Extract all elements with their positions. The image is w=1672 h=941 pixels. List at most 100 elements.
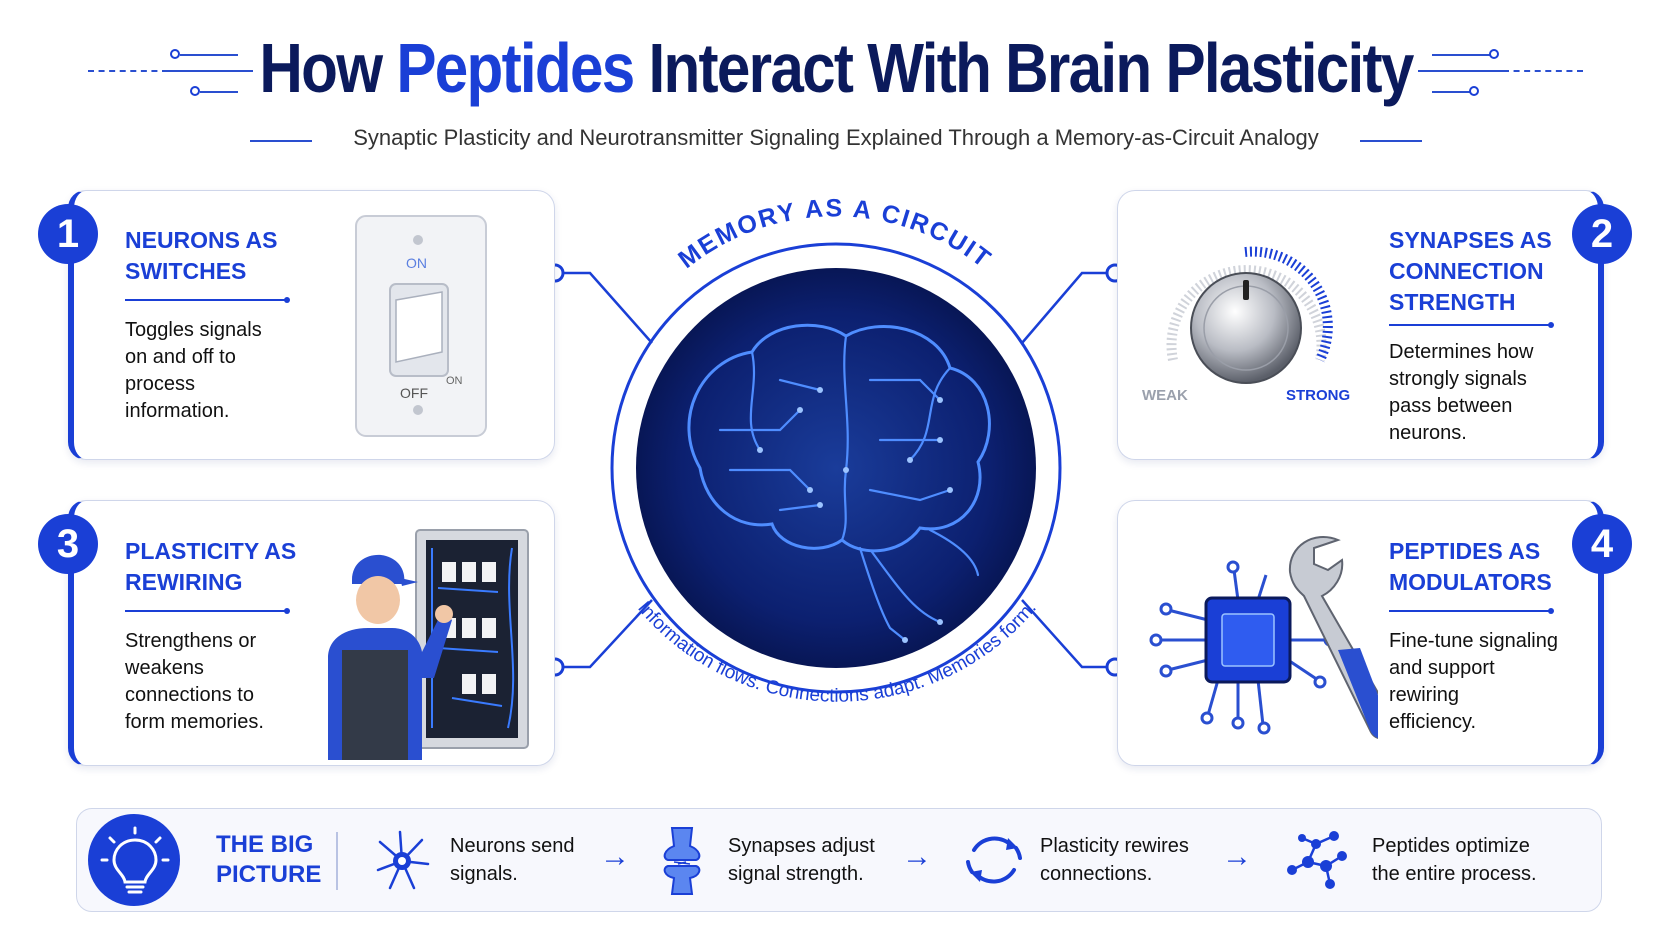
header-deco-dash-left [88, 70, 168, 72]
header-deco-dot-right-1 [1489, 49, 1499, 59]
subtitle-line-left [250, 140, 312, 142]
card-3-title-line-1: PLASTICITY AS [125, 538, 297, 564]
synapse-icon [663, 827, 701, 895]
card-3-text-line-2: weakens [125, 657, 204, 679]
card-1-title-line-2: SWITCHES [125, 258, 247, 284]
card-4-text-line-3: rewiring [1389, 684, 1460, 706]
connector-4 [1021, 599, 1115, 669]
neuron-icon [376, 830, 430, 890]
card-3-title-line-2: REWIRING [125, 569, 243, 595]
card-1-title-line-1: NEURONS AS [125, 227, 278, 253]
header-deco-line-right-2 [1432, 91, 1470, 93]
strength-knob-icon: WEAK STRONG [1142, 246, 1350, 404]
title-part-2: Interact With Brain Plasticity [648, 29, 1414, 107]
connector-lines [555, 271, 1115, 669]
card-1-rule [125, 297, 290, 303]
big-picture-bar [76, 808, 1602, 912]
card-1-text: Toggles signals on and off to process in… [125, 317, 262, 425]
card-2-title-line-3: STRENGTH [1389, 289, 1516, 315]
connector-1 [555, 271, 653, 344]
card-4-title-line-2: MODULATORS [1389, 569, 1552, 595]
card-1-text-line-3: process [125, 373, 196, 395]
title-accent: Peptides [396, 29, 635, 107]
arc-title-text: MEMORY AS A CIRCUIT [673, 194, 995, 274]
step-arrow-3: → [1222, 840, 1252, 873]
step-3-line-1: Plasticity rewires [1040, 835, 1189, 857]
card-4-title: PEPTIDES AS MODULATORS [1389, 536, 1552, 598]
header-deco-dash-right [1503, 70, 1583, 72]
step-4-line-2: the entire process. [1372, 863, 1537, 885]
header-deco-line-right [1418, 70, 1503, 72]
card-2-text-line-2: strongly signals [1389, 368, 1527, 390]
header-deco-line-left [168, 70, 253, 72]
big-picture-title-line-2: PICTURE [216, 861, 322, 888]
brain-glow-dots [757, 387, 953, 643]
card-2-title: SYNAPSES AS CONNECTION STRENGTH [1389, 225, 1552, 318]
electrician-rewiring-icon [328, 529, 529, 760]
card-3-text: Strengthens or weakens connections to fo… [125, 628, 264, 736]
step-1-line-2: signals. [450, 863, 518, 885]
card-3-text-line-1: Strengthens or [125, 630, 257, 652]
card-4-text-line-4: efficiency. [1389, 711, 1477, 733]
header-deco-line-left-2 [200, 91, 238, 93]
card-peptides-as-modulators [1117, 500, 1604, 766]
header-deco-dot-right-2 [1469, 86, 1479, 96]
outer-ring [610, 242, 1062, 694]
connector-3 [555, 599, 653, 669]
header-deco-dot-left-2 [190, 86, 200, 96]
step-4-text: Peptides optimize the entire process. [1372, 832, 1537, 888]
switch-on-label: ON [406, 255, 427, 271]
header-deco-line-left-1 [180, 54, 238, 56]
card-1-text-line-1: Toggles signals [125, 319, 262, 341]
arc-title: MEMORY AS A CIRCUIT [673, 194, 997, 274]
card-3-badge: 3 [38, 514, 98, 574]
step-arrow-1: → [600, 840, 630, 873]
step-arrow-2: → [902, 840, 932, 873]
switch-side-label: ON [446, 375, 463, 387]
step-3-line-2: connections. [1040, 863, 1153, 885]
step-2-text: Synapses adjust signal strength. [728, 832, 875, 888]
card-2-title-line-1: SYNAPSES AS [1389, 227, 1552, 253]
step-1-text: Neurons send signals. [450, 832, 575, 888]
big-picture-separator [336, 832, 338, 890]
step-3-text: Plasticity rewires connections. [1040, 832, 1189, 888]
chip-wrench-icon [1149, 535, 1378, 739]
card-2-text-line-3: pass between [1389, 395, 1513, 417]
card-1-text-line-4: information. [125, 400, 230, 422]
card-4-text-line-1: Fine-tune signaling [1389, 630, 1558, 652]
knob-weak-label: WEAK [1142, 387, 1188, 404]
card-2-rule [1389, 322, 1554, 328]
step-1-line-1: Neurons send [450, 835, 575, 857]
subtitle-line-right [1360, 140, 1422, 142]
brain-circle [636, 268, 1036, 668]
card-3-text-line-3: connections to [125, 684, 254, 706]
connector-2 [1021, 271, 1115, 344]
card-2-badge: 2 [1572, 204, 1632, 264]
circuit-brain-icon [687, 323, 991, 642]
card-4-rule [1389, 608, 1554, 614]
page-subtitle: Synaptic Plasticity and Neurotransmitter… [353, 125, 1319, 150]
card-2-title-line-2: CONNECTION [1389, 258, 1544, 284]
card-2-text-line-1: Determines how [1389, 341, 1534, 363]
step-2-line-1: Synapses adjust [728, 835, 875, 857]
step-2-line-2: signal strength. [728, 863, 864, 885]
card-1-text-line-2: on and off to [125, 346, 236, 368]
card-3-text-line-4: form memories. [125, 711, 264, 733]
card-2-text-line-4: neurons. [1389, 422, 1467, 444]
card-3-rule [125, 608, 290, 614]
card-4-text-line-2: and support [1389, 657, 1495, 679]
page-title: How Peptides Interact With Brain Plastic… [117, 28, 1555, 108]
switch-off-label: OFF [400, 385, 428, 401]
card-1-badge: 1 [38, 204, 98, 264]
card-4-title-line-1: PEPTIDES AS [1389, 538, 1541, 564]
light-switch-icon: ON OFF ON [355, 215, 487, 437]
knob-strong-label: STRONG [1286, 387, 1350, 404]
card-4-badge: 4 [1572, 514, 1632, 574]
header-deco-dot-left-1 [170, 49, 180, 59]
card-3-title: PLASTICITY AS REWIRING [125, 536, 296, 598]
card-4-text: Fine-tune signaling and support rewiring… [1389, 628, 1558, 736]
big-picture-title-line-1: THE BIG [216, 831, 314, 858]
molecule-icon [1287, 831, 1347, 889]
